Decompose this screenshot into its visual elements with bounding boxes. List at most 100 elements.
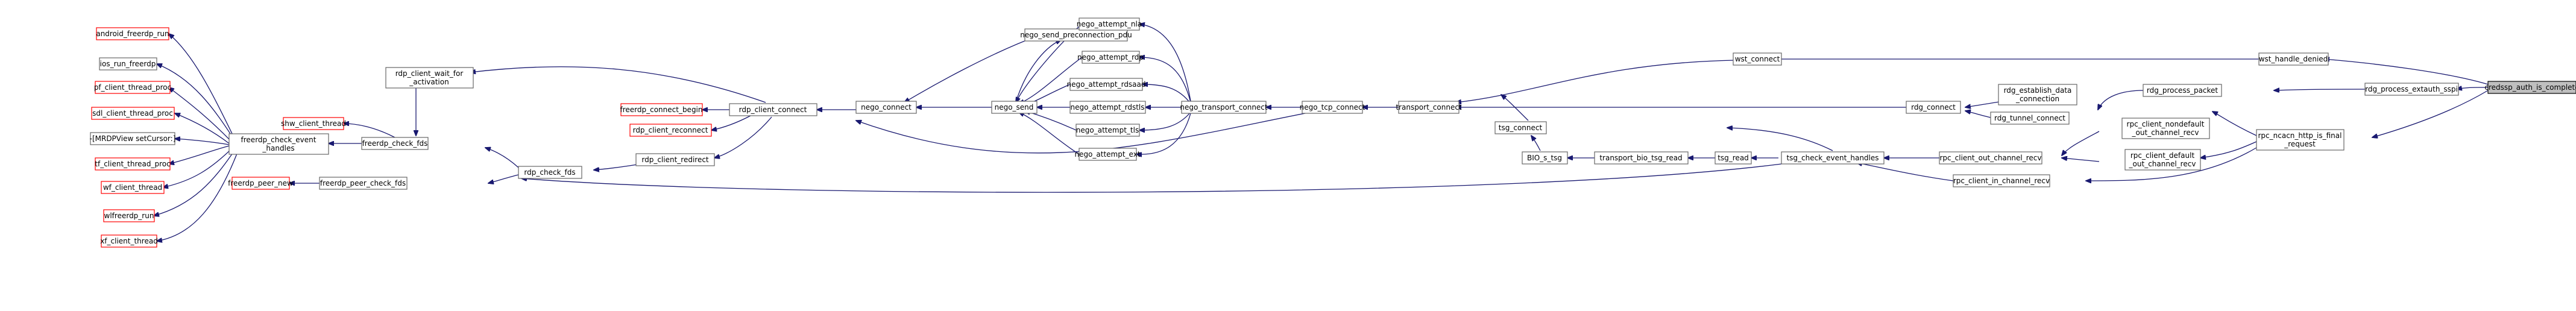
node-rdp-client-connect[interactable]: rdp_client_connect: [729, 103, 817, 116]
node-label: nego_attempt_rdp: [1077, 53, 1144, 61]
edge: [1501, 95, 1529, 121]
node-nego-send-preconnection-pdu[interactable]: nego_send_preconnection_pdu: [1020, 28, 1132, 42]
edge: [2098, 90, 2144, 110]
node-credssp-auth-is-complete[interactable]: credssp_auth_is_complete: [2484, 81, 2576, 94]
node-tsg-connect[interactable]: tsg_connect: [1494, 121, 1547, 134]
node-rdg-process-packet[interactable]: rdg_process_packet: [2143, 84, 2222, 97]
node-wst-connect[interactable]: wst_connect: [1733, 52, 1782, 66]
node-label: rdp_client_reconnect: [633, 126, 708, 134]
node-label: _out_channel_recv: [2132, 128, 2199, 137]
node-label: rpc_client_default: [2130, 151, 2195, 160]
node-android-freerdp-run[interactable]: android_freerdp_run: [96, 27, 169, 40]
node-label: nego_attempt_ext: [1074, 150, 1140, 159]
node-rdg-tunnel-connect[interactable]: rdg_tunnel_connect: [1990, 112, 2070, 125]
node-label: nego_tcp_connect: [1300, 103, 1365, 112]
node-nego-attempt-rdp[interactable]: nego_attempt_rdp: [1077, 51, 1144, 64]
node-label: freerdp_peer_new: [228, 179, 293, 187]
node-nego-attempt-ext[interactable]: nego_attempt_ext: [1074, 148, 1141, 161]
node-label: wlfreerdp_run: [104, 212, 154, 220]
node-nego-tcp-connect[interactable]: nego_tcp_connect: [1300, 101, 1365, 114]
node-label: _handles: [262, 144, 294, 152]
node-rdg-process-extauth-sspi[interactable]: rdg_process_extauth_sspi: [2364, 83, 2459, 96]
node-rdg-establish-data-connection[interactable]: rdg_establish_data _connection: [1998, 84, 2077, 105]
node-label: _connection: [2015, 95, 2059, 103]
node-label: freerdp_check_fds: [362, 139, 428, 148]
edge: [485, 148, 519, 168]
nodes: android_freerdp_run ios_run_freerdp pf_c…: [90, 17, 2576, 248]
node-label: rdg_process_packet: [2147, 86, 2219, 95]
edge: [2212, 112, 2257, 136]
node-rpc-client-out-channel-recv[interactable]: rpc_client_out_channel_recv: [1939, 151, 2042, 165]
node-rpc-ncacn-http-is-final-request[interactable]: rpc_ncacn_http_is_final _request: [2256, 129, 2345, 151]
node-nego-attempt-nla[interactable]: nego_attempt_nla: [1077, 17, 1142, 31]
node-label: -[MRDPView setCursor:]: [90, 134, 176, 143]
edge: [2062, 131, 2100, 156]
node-label: nego_attempt_nla: [1077, 20, 1142, 28]
edge: [2062, 158, 2100, 162]
node-sdl-client-thread-proc[interactable]: sdl_client_thread_proc: [91, 107, 175, 120]
node-rdp-client-redirect[interactable]: rdp_client_redirect: [635, 153, 715, 166]
node-label: _out_channel_recv: [2129, 160, 2196, 168]
edge: [157, 150, 239, 241]
edge: [169, 34, 236, 140]
edge: [904, 36, 1038, 102]
node-transport-bio-tsg-read[interactable]: transport_bio_tsg_read: [1594, 151, 1689, 165]
node-shw-client-thread[interactable]: shw_client_thread: [281, 117, 346, 130]
node-tf-client-thread-proc[interactable]: tf_client_thread_proc: [95, 157, 171, 171]
node-label: rdg_tunnel_connect: [1994, 114, 2065, 122]
node-rpc-client-default-out-channel-recv[interactable]: rpc_client_default _out_channel_recv: [2124, 149, 2201, 171]
node-transport-connect[interactable]: transport_connect: [1396, 101, 1462, 114]
node-rdp-client-reconnect[interactable]: rdp_client_reconnect: [629, 124, 712, 137]
edge: [488, 174, 519, 183]
node-label: nego_send: [995, 103, 1034, 112]
node-wst-handle-denied[interactable]: wst_handle_denied: [2258, 52, 2329, 66]
node-label: wst_connect: [1735, 55, 1780, 63]
node-label: BIO_s_tsg: [1527, 154, 1562, 162]
node-label: rdp_client_redirect: [641, 156, 709, 164]
node-freerdp-peer-check-fds[interactable]: freerdp_peer_check_fds: [319, 177, 408, 190]
node-label: pf_client_thread_proc: [94, 83, 171, 92]
node-label: tsg_connect: [1499, 124, 1543, 132]
node-tsg-check-event-handles[interactable]: tsg_check_event_handles: [1781, 151, 1885, 165]
node-label: rpc_client_out_channel_recv: [1940, 154, 2042, 162]
node-label: nego_send_preconnection_pdu: [1020, 31, 1132, 39]
node-freerdp-check-event-handles[interactable]: freerdp_check_event _handles: [228, 133, 329, 155]
node-label: tf_client_thread_proc: [95, 160, 170, 168]
node-rdp-check-fds[interactable]: rdp_check_fds: [518, 166, 582, 179]
node-bio-s-tsg[interactable]: BIO_s_tsg: [1522, 151, 1568, 165]
node-freerdp-check-fds[interactable]: freerdp_check_fds: [361, 137, 429, 150]
node-wlfreerdp-run[interactable]: wlfreerdp_run: [103, 209, 155, 222]
edge: [1139, 57, 1191, 103]
node-freerdp-peer-new[interactable]: freerdp_peer_new: [228, 177, 293, 190]
node-rdp-client-wait-for-activation[interactable]: rdp_client_wait_for _activation: [385, 67, 474, 89]
node-nego-connect[interactable]: nego_connect: [855, 101, 917, 114]
node-rpc-client-in-channel-recv[interactable]: rpc_client_in_channel_recv: [1953, 174, 2050, 187]
edge: [1139, 112, 1191, 130]
edge: [1142, 84, 1191, 104]
node-rpc-client-nondefault-out-channel-recv[interactable]: rpc_client_nondefault _out_channel_recv: [2121, 118, 2210, 139]
edge: [714, 116, 772, 158]
node-pf-client-thread-proc[interactable]: pf_client_thread_proc: [94, 81, 171, 94]
node-nego-attempt-tls[interactable]: nego_attempt_tls: [1075, 124, 1140, 137]
node-freerdp-connect-begin[interactable]: freerdp_connect_begin: [620, 103, 703, 116]
node-ios-run-freerdp[interactable]: ios_run_freerdp: [99, 57, 157, 71]
node-xf-client-thread[interactable]: xf_client_thread: [100, 234, 158, 248]
node-label: rdp_check_fds: [524, 168, 575, 177]
node-wf-client-thread[interactable]: wf_client_thread: [101, 181, 165, 194]
node-rdg-connect[interactable]: rdg_connect: [1906, 101, 1961, 114]
edge: [1019, 57, 1083, 104]
edge: [1857, 163, 1954, 181]
edge: [2457, 87, 2489, 89]
node-nego-send[interactable]: nego_send: [991, 101, 1038, 114]
node-nego-attempt-rdstls[interactable]: nego_attempt_rdstls: [1069, 101, 1146, 114]
edge: [157, 64, 236, 142]
node-mrdpview-setcursor[interactable]: -[MRDPView setCursor:]: [90, 132, 176, 145]
node-label: xf_client_thread: [100, 237, 158, 245]
edge: [1965, 111, 1991, 118]
edge: [1727, 128, 1833, 151]
node-tsg-read[interactable]: tsg_read: [1715, 151, 1752, 165]
node-label: shw_client_thread: [281, 119, 346, 128]
edge: [711, 115, 751, 130]
node-nego-transport-connect[interactable]: nego_transport_connect: [1180, 101, 1268, 114]
node-nego-attempt-rdsaad[interactable]: nego_attempt_rdsaad: [1066, 78, 1146, 91]
